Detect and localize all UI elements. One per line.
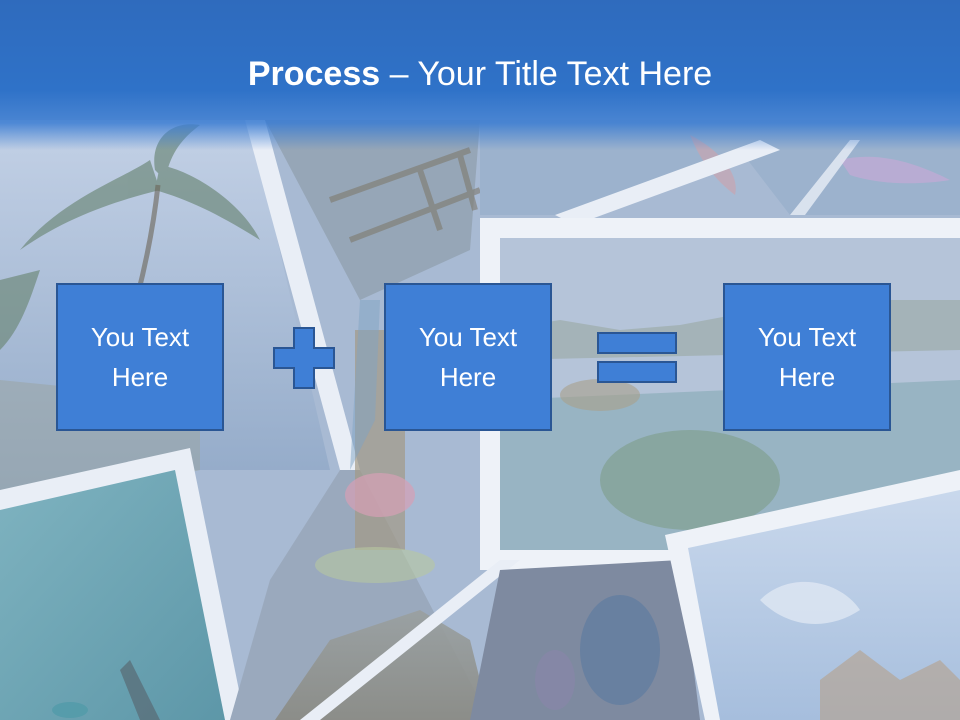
title-rest: Your Title Text Here (417, 55, 713, 93)
equals-shape (597, 332, 677, 383)
equals-icon[interactable] (596, 330, 678, 386)
plus-icon[interactable] (272, 326, 336, 390)
process-box-1-text: You Text Here (91, 317, 189, 397)
process-box-1-line2: Here (111, 362, 169, 392)
process-box-1-line1: You Text (90, 322, 190, 352)
slide-title[interactable]: Process – Your Title Text Here (0, 52, 960, 96)
title-bold-word: Process (247, 55, 381, 93)
process-box-3-line1: You Text (757, 322, 857, 352)
plus-shape (273, 327, 335, 389)
process-box-1[interactable]: You Text Here (56, 283, 224, 431)
process-box-3-text: You Text Here (758, 317, 856, 397)
title-bar: Process – Your Title Text Here (0, 0, 960, 150)
process-box-3[interactable]: You Text Here (723, 283, 891, 431)
process-box-2[interactable]: You Text Here (384, 283, 552, 431)
process-box-2-line1: You Text (418, 322, 518, 352)
process-box-2-line2: Here (439, 362, 497, 392)
process-box-3-line2: Here (778, 362, 836, 392)
process-box-2-text: You Text Here (419, 317, 517, 397)
title-separator: – (380, 55, 418, 93)
